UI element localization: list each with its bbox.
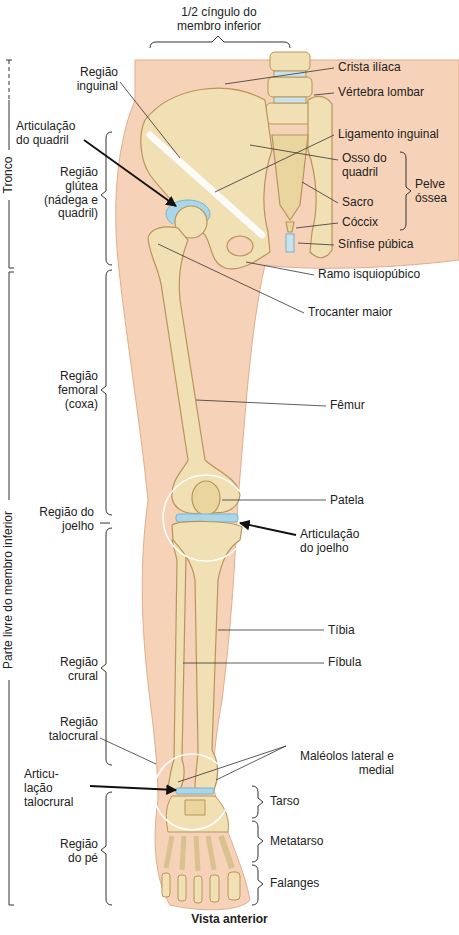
- anatomy-label: Região femoral (coxa): [36, 370, 98, 411]
- anatomy-label: Região do pé: [50, 838, 98, 866]
- anatomy-label: Osso do quadril: [342, 152, 397, 180]
- anatomy-label: Região talocrural: [24, 716, 98, 744]
- anatomy-label: Sacro: [342, 196, 373, 210]
- anatomy-label: Articulação do joelho: [300, 528, 372, 556]
- anatomy-label: Região glútea (nádega e quadril): [36, 166, 98, 221]
- anatomy-label: Fêmur: [330, 399, 365, 413]
- anatomy-label: Sínfise púbica: [338, 238, 413, 252]
- femur-bone: [148, 206, 240, 515]
- anatomy-label: Articulação do quadril: [16, 120, 88, 148]
- anatomy-label: Fíbula: [328, 656, 361, 670]
- anatomy-label: Crista ilíaca: [338, 61, 401, 75]
- anatomy-label: Ramo isquiopúbico: [318, 268, 420, 282]
- anatomy-label: Pelve óssea: [415, 178, 455, 206]
- anatomy-label: Região do joelho: [32, 506, 94, 534]
- anatomy-label: 1/2 cíngulo do membro inferior: [164, 6, 274, 34]
- skin-silhouette: [116, 60, 459, 910]
- ankle-circle: [154, 754, 230, 830]
- anatomy-label: Maléolos lateral e medial: [290, 750, 394, 778]
- anatomy-label: Tíbia: [328, 624, 355, 638]
- anatomy-label: Ligamento inguinal: [338, 128, 439, 142]
- leader-lines: [100, 68, 338, 782]
- anatomy-label: Tronco: [2, 157, 16, 194]
- lumbar-vertebrae: [266, 52, 314, 124]
- leg-bones: [168, 521, 242, 792]
- knee-circle: [163, 475, 249, 561]
- anatomy-label: Vértebra lombar: [338, 86, 424, 100]
- anatomy-label: Falanges: [270, 877, 319, 891]
- anatomy-label: Região crural: [50, 656, 98, 684]
- anatomy-label: Cóccix: [342, 216, 378, 230]
- joint-arrows: [84, 140, 296, 790]
- anatomy-label: Parte livre do membro inferior: [2, 511, 16, 669]
- anatomy-label: Tarso: [270, 795, 299, 809]
- foot-bones: [162, 796, 240, 903]
- ankle-cartilage: [176, 788, 214, 794]
- knee-cartilage: [176, 514, 238, 522]
- anatomy-label: Trocanter maior: [308, 306, 392, 320]
- view-caption: Vista anterior: [0, 913, 459, 927]
- top-brace: [150, 36, 290, 48]
- anatomy-label: Metatarso: [270, 835, 323, 849]
- anatomy-label: Articu- lação talocrural: [24, 768, 84, 809]
- anatomy-label: Região inguinal: [60, 66, 118, 94]
- anatomy-label: Patela: [330, 494, 364, 508]
